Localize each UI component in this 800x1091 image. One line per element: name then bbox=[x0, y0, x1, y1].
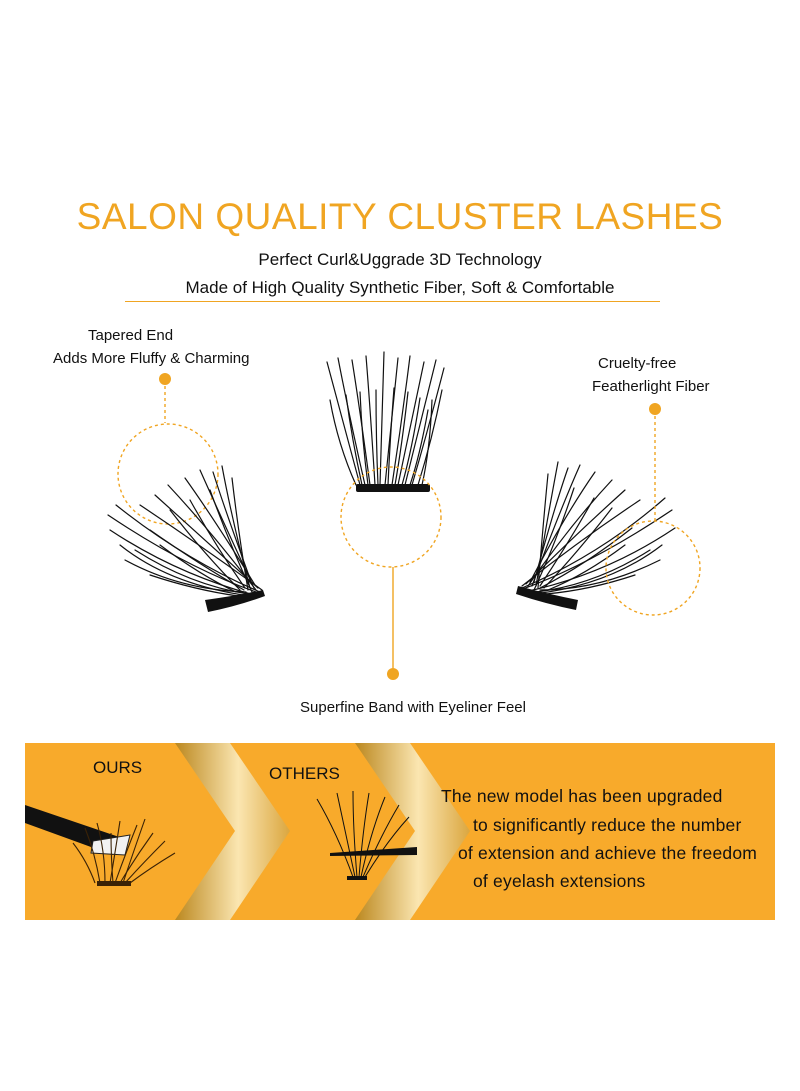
upgrade-text-line-3: of extension and achieve the freedom bbox=[458, 843, 758, 863]
right-callout-circle bbox=[605, 520, 701, 616]
lash-illustrations bbox=[107, 351, 701, 680]
title-divider bbox=[125, 301, 660, 302]
ours-label: OURS bbox=[93, 758, 143, 777]
right-lash-cluster-image bbox=[519, 461, 676, 595]
comparison-graphics bbox=[25, 743, 470, 920]
feature-cruelty-free-label: Cruelty-free bbox=[598, 355, 677, 372]
left-lash-band bbox=[205, 590, 265, 612]
comparison-banner: OURS OTHERS The new model has been upgra… bbox=[25, 743, 775, 920]
left-callout bbox=[117, 373, 219, 525]
right-callout-dot bbox=[649, 403, 661, 415]
upgrade-text-line-2: to significantly reduce the number bbox=[473, 815, 742, 835]
feature-tapered-end-label: Tapered End bbox=[88, 327, 174, 344]
others-lash-image bbox=[316, 790, 417, 880]
chevron-arrow-icon bbox=[175, 743, 290, 920]
others-label: OTHERS bbox=[269, 764, 340, 783]
left-lash-cluster-image bbox=[107, 465, 263, 597]
chevron-arrow-icon bbox=[355, 743, 470, 920]
center-lash-band bbox=[356, 484, 430, 492]
subtitle-line-2: Made of High Quality Synthetic Fiber, So… bbox=[185, 278, 615, 297]
feature-fluffy-label: Adds More Fluffy & Charming bbox=[53, 350, 250, 367]
center-callout bbox=[340, 466, 442, 680]
subtitle-line-1: Perfect Curl&Uggrade 3D Technology bbox=[258, 250, 542, 269]
left-callout-circle bbox=[117, 423, 219, 525]
page-title: SALON QUALITY CLUSTER LASHES bbox=[76, 196, 724, 237]
center-lash-cluster-image bbox=[326, 351, 445, 486]
feature-featherlight-label: Featherlight Fiber bbox=[592, 378, 710, 395]
right-callout bbox=[605, 403, 701, 616]
right-lash-band bbox=[516, 586, 578, 610]
ours-tweezers-image bbox=[25, 805, 176, 886]
upgrade-text-line-1: The new model has been upgraded bbox=[441, 786, 723, 806]
left-callout-dot bbox=[159, 373, 171, 385]
upgrade-text-line-4: of eyelash extensions bbox=[473, 871, 646, 891]
feature-superfine-band-label: Superfine Band with Eyeliner Feel bbox=[300, 699, 526, 716]
center-callout-dot bbox=[387, 668, 399, 680]
center-callout-circle bbox=[340, 466, 442, 568]
